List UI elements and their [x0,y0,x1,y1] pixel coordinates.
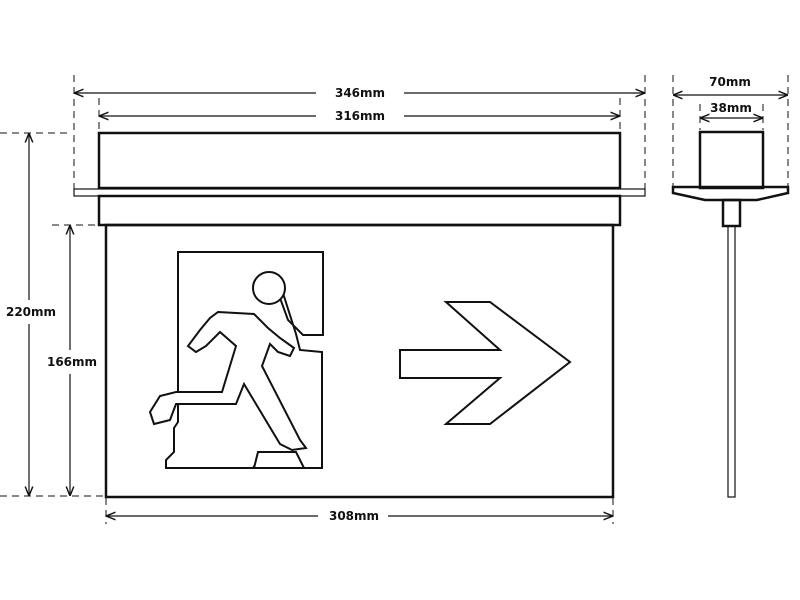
arrow-right-icon [399,301,572,425]
side-housing [698,130,765,190]
side-width-label: 70mm [709,75,751,89]
dimension-316: 316mm [98,98,621,133]
housing-width-label: 316mm [335,109,385,123]
side-housing-width-label: 38mm [710,101,752,115]
panel-width-label: 308mm [329,509,379,523]
dimension-308: 308mm [105,498,614,524]
dimension-346: 346mm [73,75,646,190]
overall-width-label: 346mm [335,86,385,100]
housing-top [97,131,622,190]
running-man-icon [148,251,324,469]
panel-height-label: 166mm [47,355,97,369]
dimension-166: 166mm [47,224,104,495]
sign-panel [104,223,615,499]
side-view [671,130,790,498]
dimension-220: 220mm [0,132,106,497]
dimension-38: 38mm [699,101,764,130]
dimension-70: 70mm [672,75,789,186]
front-view [73,131,646,499]
side-stem [721,198,742,228]
side-flange [671,185,790,202]
side-panel [727,225,736,498]
housing-lower [97,194,622,227]
overall-height-label: 220mm [6,305,56,319]
